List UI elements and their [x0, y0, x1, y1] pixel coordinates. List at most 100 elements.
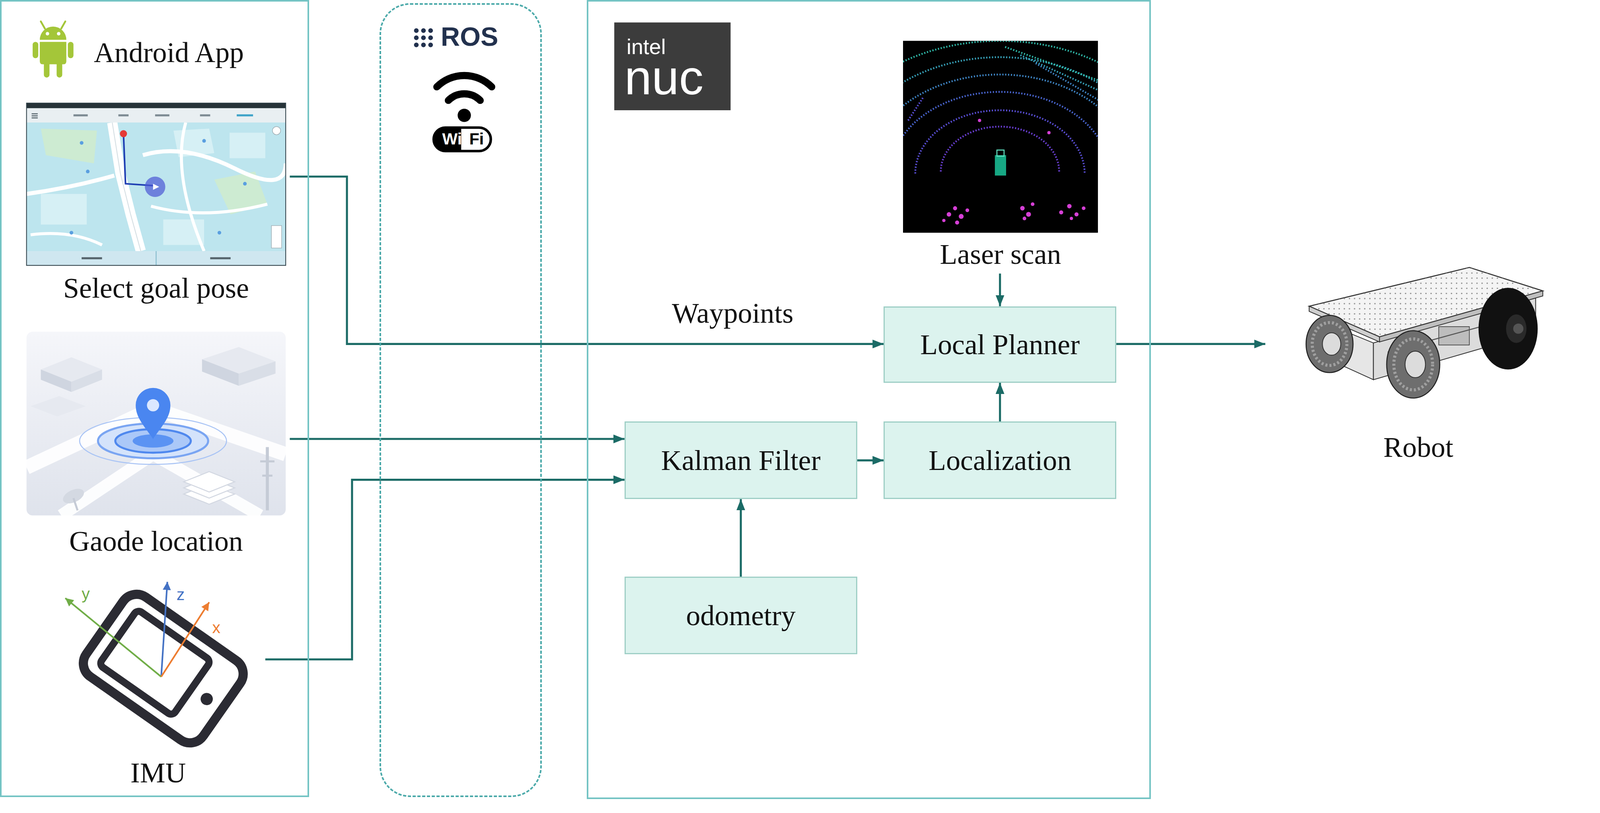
laser-scan-image: [955, 220, 960, 225]
map-screenshot: [26, 103, 287, 266]
connector-arrow: [265, 479, 625, 660]
laser-scan-image: [996, 149, 1005, 156]
android-app-panel: Android AppSelect goal poseGaode locatio…: [0, 0, 310, 797]
map-screenshot: [229, 132, 266, 158]
box-label: Kalman Filter: [661, 443, 821, 478]
map-screenshot: [119, 130, 127, 138]
ros-logo-dots: [414, 42, 419, 48]
laser-scan-image: [1020, 55, 1098, 92]
laser-scan-image: [1004, 46, 1098, 82]
figure-caption: Laser scan: [939, 237, 1061, 272]
laser-scan-image: [1081, 206, 1086, 211]
map-screenshot: [112, 122, 141, 252]
robot-illustration: [1322, 332, 1341, 355]
ros-logo-dots: [421, 35, 427, 41]
imu-phone-illustration: [161, 581, 168, 677]
gaode-location-illustration: [265, 446, 269, 510]
map-screenshot: [155, 251, 157, 266]
robot-illustration: [1306, 315, 1353, 373]
gaode-location-illustration: [40, 369, 72, 392]
edge-label: Waypoints: [671, 295, 794, 331]
laser-scan-image: [903, 40, 1098, 233]
android-logo: [56, 61, 63, 78]
map-screenshot: [26, 251, 287, 266]
laser-scan-image: [942, 218, 946, 222]
wifi-badge-text: Fi: [469, 131, 484, 148]
android-logo: [39, 41, 67, 65]
intel-nuc-panel: intelnucLaser scanLocal PlannerKalman Fi…: [586, 0, 1151, 799]
ros-logo-dots: [414, 28, 419, 34]
map-screenshot: [118, 114, 129, 117]
goal-pose-screenshot: Select goal pose: [22, 103, 290, 308]
laser-scan-image: [903, 40, 1098, 184]
map-screenshot: [26, 103, 287, 266]
map-screenshot: [217, 230, 222, 235]
gaode-location-illustration: [26, 331, 287, 516]
ros-logo-dots: [414, 35, 419, 41]
map-screenshot: [40, 128, 98, 164]
ros-logo-dots: [428, 42, 434, 48]
gaode-location-illustration: [238, 361, 276, 386]
map-screenshot: [236, 114, 254, 117]
map-screenshot: [85, 169, 90, 174]
process-box: Local Planner: [883, 306, 1117, 383]
laser-scan-image: [908, 97, 924, 121]
map-screenshot: [26, 108, 287, 123]
laser-scan-image: [1025, 211, 1031, 217]
axis-label: x: [212, 619, 221, 636]
laser-scan-image: [1047, 130, 1051, 135]
gaode-location-figure: Gaode location: [22, 331, 290, 561]
map-screenshot: [31, 117, 38, 119]
robot-illustration: [1312, 322, 1347, 366]
map-screenshot: [243, 181, 247, 186]
laser-scan-image: [1066, 203, 1072, 209]
laser-scan-image: [942, 118, 1086, 225]
map-screenshot: [31, 113, 38, 115]
gaode-location-illustration: [183, 471, 235, 492]
wifi-badge-text: Wi: [441, 131, 462, 148]
map-screenshot: [202, 138, 206, 143]
imu-phone-illustration: [76, 587, 250, 750]
box-label: Localization: [928, 443, 1072, 478]
connector-arrow: [998, 382, 1001, 422]
figure-caption: Robot: [1383, 430, 1454, 465]
laser-scan-image: [953, 206, 958, 211]
map-screenshot: [153, 183, 160, 190]
laser-scan-image: [1058, 210, 1063, 215]
android-logo: [56, 31, 61, 36]
map-screenshot: [81, 256, 102, 259]
map-screenshot: [31, 115, 38, 117]
laser-scan-figure: Laser scan: [903, 40, 1098, 274]
laser-scan-image: [813, 40, 1187, 233]
laser-scan-image: [903, 40, 1098, 184]
laser-scan-image: [1069, 216, 1073, 220]
imu-phone-illustration: [76, 587, 250, 750]
laser-scan-image: [1074, 212, 1079, 217]
map-screenshot: [79, 140, 84, 145]
gaode-location-illustration: [146, 399, 160, 412]
map-screenshot: [26, 103, 287, 266]
wifi-icon: [433, 75, 492, 152]
ros-logo-dots: [421, 28, 427, 34]
laser-scan-image: [958, 214, 964, 219]
android-logo: [45, 31, 50, 36]
robot-illustration: [1478, 287, 1538, 370]
map-screenshot: [69, 230, 74, 235]
laser-scan-image: [903, 57, 1098, 182]
ros-wifi-band: ROS: [379, 3, 542, 798]
imu-phone-illustration: [161, 601, 210, 677]
wifi-icon: [457, 108, 471, 122]
laser-scan-image: [946, 212, 952, 217]
panel-heading: Android App: [93, 38, 244, 68]
laser-scan-image: [965, 208, 970, 213]
imu-phone-illustration: [198, 690, 216, 708]
robot-figure: Robot: [1265, 260, 1572, 467]
android-logo: [43, 61, 50, 78]
figure-caption: Select goal pose: [63, 270, 250, 306]
gaode-location-illustration: [262, 474, 273, 477]
process-box: Localization: [883, 421, 1117, 499]
wifi-icon: [436, 75, 492, 88]
